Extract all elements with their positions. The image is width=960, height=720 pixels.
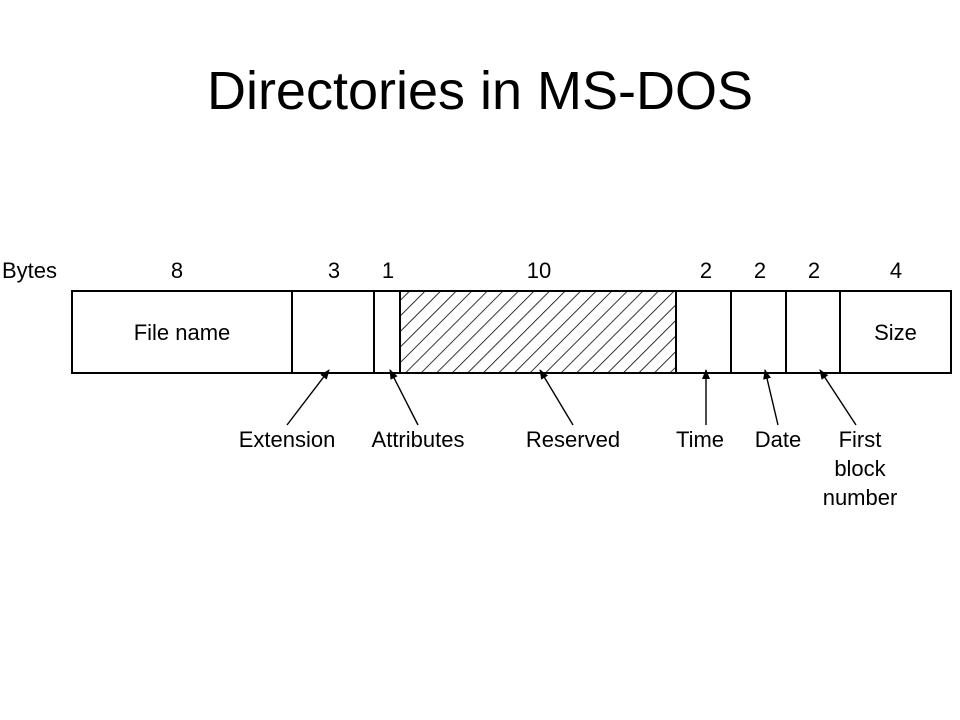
callout-label-2-0: Reserved (526, 427, 620, 452)
callout-arrow-0 (286, 369, 330, 426)
field-bytes-0: 8 (171, 258, 183, 283)
field-box-4 (675, 290, 732, 374)
callout-label-3-0: Time (676, 427, 724, 452)
field-box-5 (730, 290, 787, 374)
field-bytes-1: 3 (328, 258, 340, 283)
callout-label-0-0: Extension (239, 427, 336, 452)
field-box-1 (291, 290, 375, 374)
callout-label-5-0: First (839, 427, 882, 452)
slide-title: Directories in MS-DOS (206, 61, 754, 121)
field-box-2 (373, 290, 401, 374)
field-bytes-2: 1 (382, 258, 394, 283)
field-bytes-7: 4 (890, 258, 902, 283)
bytes-label: Bytes (2, 258, 57, 283)
field-box-7 (839, 290, 952, 374)
field-box-0 (71, 290, 293, 374)
callout-label-5-2: number (823, 485, 898, 510)
callout-arrow-5 (819, 369, 857, 426)
callout-label-5-1: block (834, 456, 886, 481)
callout-arrow-2 (539, 369, 574, 426)
field-box-6 (785, 290, 841, 374)
field-label-7: Size (874, 320, 917, 345)
field-label-0: File name (134, 320, 231, 345)
field-bytes-3: 10 (527, 258, 551, 283)
field-bytes-6: 2 (808, 258, 820, 283)
callout-arrow-4 (763, 369, 779, 426)
field-bytes-4: 2 (700, 258, 712, 283)
callout-label-1-0: Attributes (372, 427, 465, 452)
callout-arrow-1 (389, 369, 419, 426)
field-bytes-5: 2 (754, 258, 766, 283)
field-box-3 (399, 290, 677, 374)
callout-label-4-0: Date (755, 427, 801, 452)
